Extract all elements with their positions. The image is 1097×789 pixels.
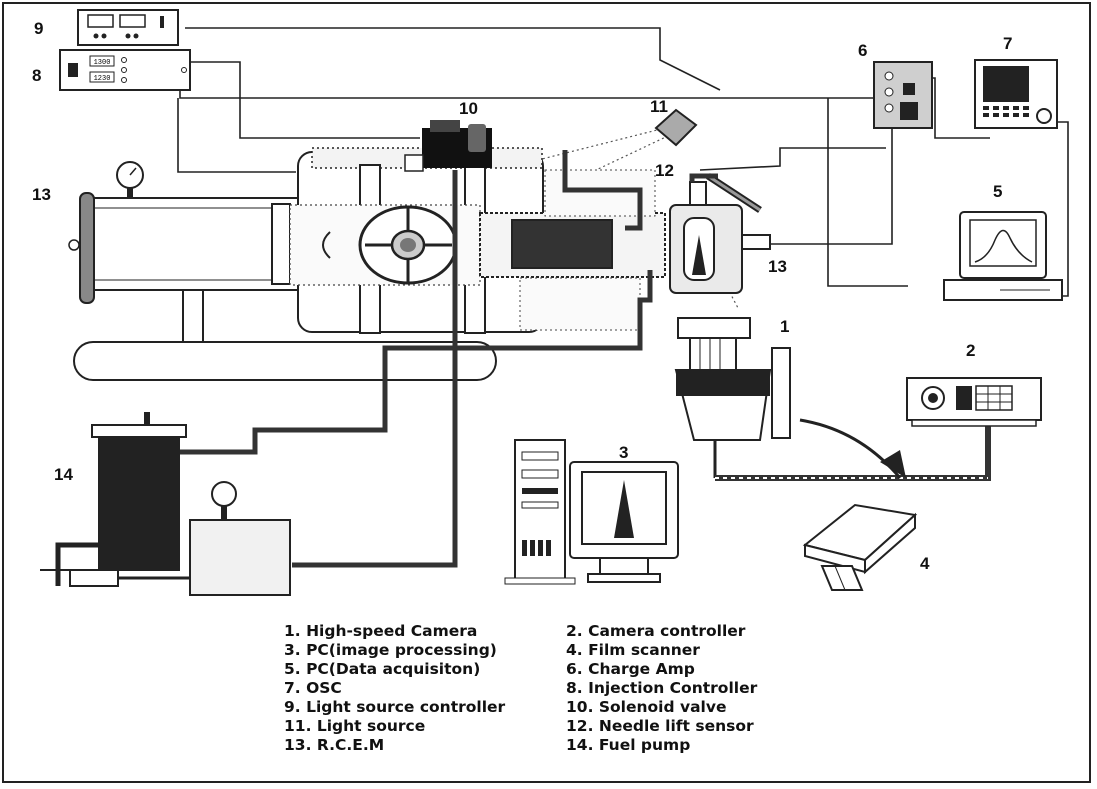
label-3: 3 bbox=[619, 444, 628, 461]
needle-lift-sensor bbox=[670, 176, 770, 293]
legend-item: 1. High-speed Camera bbox=[284, 622, 566, 641]
solenoid-valve bbox=[405, 120, 492, 171]
label-10: 10 bbox=[459, 100, 478, 117]
injection-controller: 1300 1230 bbox=[60, 50, 190, 90]
legend-item: 3. PC(image processing) bbox=[284, 641, 566, 660]
high-speed-camera bbox=[676, 318, 790, 478]
label-8: 8 bbox=[32, 67, 41, 84]
light-source-controller bbox=[78, 10, 178, 45]
label-2: 2 bbox=[966, 342, 975, 359]
panel-readout-2: 1230 bbox=[94, 75, 111, 83]
legend-item: 9. Light source controller bbox=[284, 698, 566, 717]
charge-amp bbox=[874, 62, 932, 128]
legend-item: 14. Fuel pump bbox=[566, 736, 826, 755]
label-14: 14 bbox=[54, 466, 73, 483]
label-13-right: 13 bbox=[768, 258, 787, 275]
image-processing-pc bbox=[505, 440, 678, 584]
label-11: 11 bbox=[650, 98, 668, 115]
rcem-engine bbox=[69, 148, 665, 380]
legend-item: 2. Camera controller bbox=[566, 622, 826, 641]
legend-item: 10. Solenoid valve bbox=[566, 698, 826, 717]
label-5: 5 bbox=[993, 183, 1002, 200]
legend-item: 8. Injection Controller bbox=[566, 679, 826, 698]
legend-item: 6. Charge Amp bbox=[566, 660, 826, 679]
data-acquisition-pc bbox=[944, 212, 1062, 300]
label-9: 9 bbox=[34, 20, 43, 37]
legend-item: 7. OSC bbox=[284, 679, 566, 698]
label-12: 12 bbox=[655, 162, 674, 179]
label-4: 4 bbox=[920, 555, 929, 572]
label-7: 7 bbox=[1003, 35, 1012, 52]
legend-row: 5. PC(Data acquisiton)6. Charge Amp bbox=[284, 660, 826, 679]
legend-item: 13. R.C.E.M bbox=[284, 736, 566, 755]
legend-row: 3. PC(image processing)4. Film scanner bbox=[284, 641, 826, 660]
legend-item: 12. Needle lift sensor bbox=[566, 717, 826, 736]
oscilloscope bbox=[975, 60, 1057, 128]
legend-item: 5. PC(Data acquisiton) bbox=[284, 660, 566, 679]
legend-item: 11. Light source bbox=[284, 717, 566, 736]
panel-readout-1: 1300 bbox=[94, 59, 111, 67]
label-6: 6 bbox=[858, 42, 867, 59]
camera-controller bbox=[907, 378, 1041, 426]
label-13-left: 13 bbox=[32, 186, 51, 203]
legend-item: 4. Film scanner bbox=[566, 641, 826, 660]
label-1: 1 bbox=[780, 318, 789, 335]
film-scanner bbox=[805, 505, 915, 590]
